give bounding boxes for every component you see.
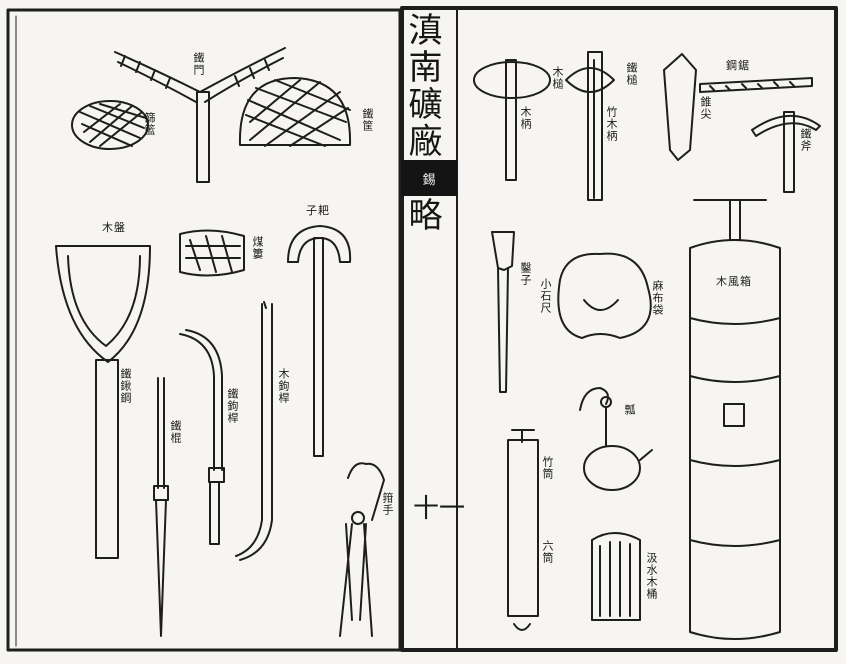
label-iron-handle: 鐵鍬鋼 [119, 368, 132, 404]
book-title: 滇南礦廠圖略 [402, 12, 442, 234]
label-coal-bundle: 煤簍 [251, 236, 264, 260]
label-small-rod: 小石尺 [539, 278, 552, 314]
label-basket: 篩籃 [143, 112, 156, 136]
right-page-frame [400, 6, 838, 652]
chisel-drawing [491, 231, 515, 393]
label-wood-bellows: 木風箱 [716, 275, 752, 288]
label-chisel: 鑿子 [519, 262, 532, 286]
wooden-pan-drawing [55, 245, 151, 559]
wood-hammer-drawing [473, 59, 551, 181]
label-wood-handle: 木柄 [519, 106, 532, 130]
bamboo-tube-drawing [507, 429, 539, 631]
iron-basket-drawing [238, 77, 352, 147]
iron-hammer-drawing [565, 51, 615, 201]
iron-hook-pole-drawing [179, 329, 225, 545]
label-saw: 鋼鋸 [726, 59, 750, 72]
label-tongs: 箝手 [381, 492, 394, 516]
section-mark: 錫 [401, 160, 457, 196]
folio-number: 十一 [413, 494, 466, 524]
label-wood-hammer: 木槌 [551, 66, 564, 90]
coal-bundle-drawing [179, 229, 245, 277]
label-cloth-bag: 麻布袋 [651, 280, 664, 316]
label-iron-basket: 鐵筐 [361, 108, 374, 132]
label-pick: 鐵斧 [799, 128, 812, 152]
wood-bellows-drawing [689, 199, 781, 640]
label-iron-hook-pole: 鐵鉤桿 [226, 388, 239, 424]
pick-drawing [751, 111, 821, 193]
label-wooden-pan: 木盤 [102, 221, 126, 234]
label-iron-hammer: 鐵槌 [625, 62, 638, 86]
saw-drawing [663, 53, 813, 161]
label-scraper: 子耙 [306, 204, 330, 217]
label-bamboo-tube: 竹筒 [541, 456, 554, 480]
label-tip: 錐尖 [699, 96, 712, 120]
label-wood-hook-pole: 木鉤桿 [277, 368, 290, 404]
label-bamboo-handle: 竹木柄 [605, 106, 618, 142]
ladle-drawing [579, 387, 653, 491]
label-iron-rod: 鐵棍 [169, 420, 182, 444]
label-ladle: 瓢 [623, 404, 636, 416]
label-six-tube: 六筒 [541, 540, 554, 564]
label-water-bucket: 汲水木桶 [645, 552, 658, 600]
basket-drawing [71, 100, 149, 150]
iron-rod-drawing [153, 377, 169, 637]
cloth-bag-drawing [557, 252, 652, 339]
wood-hook-pole-drawing [235, 301, 273, 561]
iron-gate-drawing [114, 47, 286, 183]
label-iron-gate: 鐵門 [192, 52, 205, 76]
tongs-drawing [339, 462, 385, 637]
scraper-drawing [287, 225, 352, 457]
water-bucket-drawing [591, 532, 641, 621]
